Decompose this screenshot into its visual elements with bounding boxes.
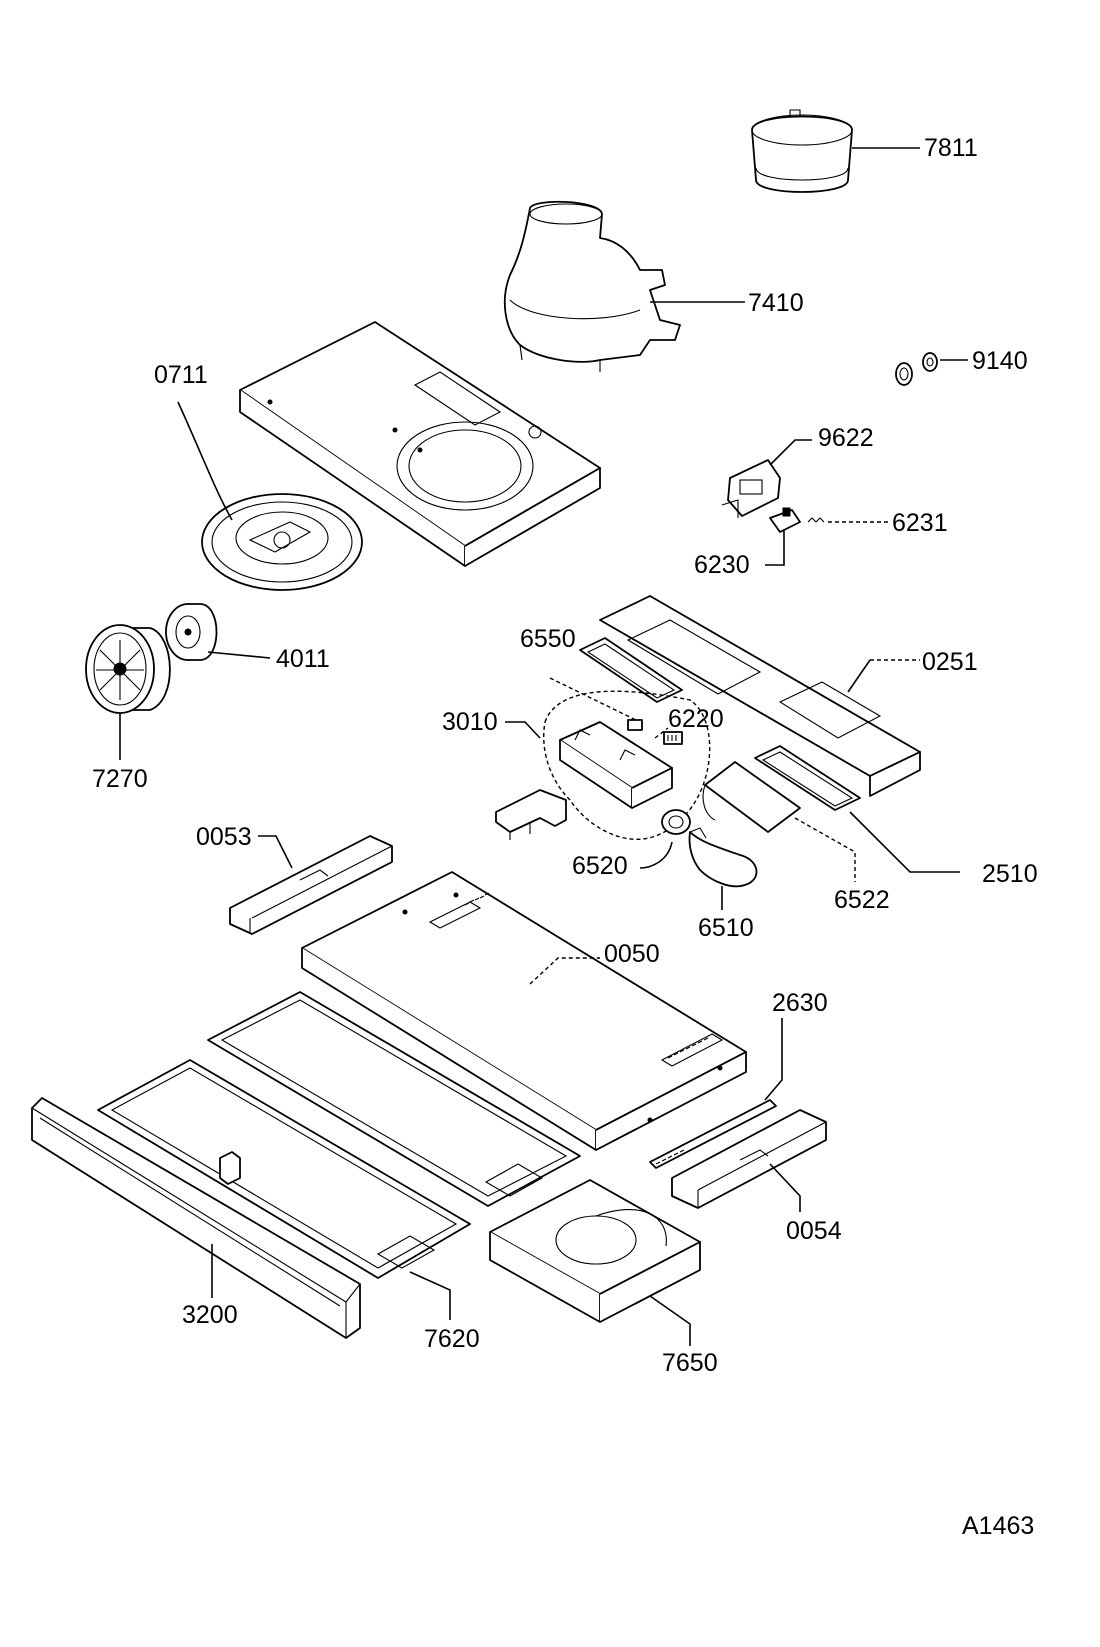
- leader-7620: [409, 1271, 451, 1320]
- part-7270-fan-wheel: [85, 624, 171, 714]
- leader-4011: [207, 651, 271, 659]
- label-0054: 0054: [786, 1217, 842, 1245]
- part-0054-side-rail: [671, 1109, 827, 1209]
- part-0251-bracket: [599, 595, 921, 797]
- leader-0251-b: [847, 659, 871, 693]
- part-9622-switch-bracket: [721, 459, 781, 518]
- part-6520-lamp-socket: [661, 809, 691, 835]
- part-0050-hood-body: [301, 871, 747, 1151]
- label-6231: 6231: [892, 509, 948, 537]
- label-6230: 6230: [694, 551, 750, 579]
- leader-2510: [849, 811, 960, 873]
- part-7811-duct-collar: [751, 109, 853, 193]
- leader-7650: [649, 1295, 691, 1346]
- part-3200-front-trim: [31, 1097, 361, 1339]
- leader-3010: [505, 721, 541, 739]
- label-4011: 4011: [276, 645, 330, 673]
- label-0251: 0251: [922, 648, 978, 676]
- part-6550-cover: [579, 637, 683, 703]
- part-6510-bulb: [688, 827, 758, 888]
- label-3010: 3010: [442, 708, 498, 736]
- leader-0053: [258, 835, 293, 869]
- part-2630-slide-rail: [649, 1099, 777, 1169]
- label-7410: 7410: [748, 289, 804, 317]
- drawing-code: A1463: [962, 1512, 1035, 1540]
- leader-0711: [177, 401, 233, 521]
- part-grease-filter-rear: [207, 991, 581, 1207]
- part-2510-filter-insert: [754, 745, 861, 811]
- label-3200: 3200: [182, 1301, 238, 1329]
- leader-9622: [769, 439, 812, 466]
- part-6230-switch-knob: [769, 507, 801, 533]
- label-9622: 9622: [818, 424, 874, 452]
- label-6520: 6520: [572, 852, 628, 880]
- label-6522: 6522: [834, 886, 890, 914]
- leader-6550: [549, 677, 641, 723]
- leader-6220: [654, 727, 669, 739]
- leader-6520: [639, 841, 673, 869]
- label-0711: 0711: [154, 361, 208, 389]
- label-7270: 7270: [92, 765, 148, 793]
- label-0050: 0050: [604, 940, 660, 968]
- part-0711-motor-ring: [201, 493, 363, 591]
- part-7650-carbon-filter: [489, 1179, 701, 1323]
- leader-0054: [769, 1163, 801, 1212]
- label-2510: 2510: [982, 860, 1038, 888]
- label-6550: 6550: [520, 625, 576, 653]
- group-outline-3010: [543, 690, 711, 840]
- leader-6230: [765, 530, 785, 566]
- label-7811: 7811: [924, 134, 978, 162]
- part-6231-spring: [807, 517, 825, 523]
- part-4011-motor: [165, 603, 218, 661]
- label-9140: 9140: [972, 347, 1028, 375]
- part-7410-blower-housing: [503, 200, 681, 372]
- part-switch-lever: [495, 789, 567, 840]
- label-7650: 7650: [662, 1349, 718, 1377]
- part-top-plate: [239, 321, 601, 567]
- leader-0050: [529, 957, 600, 985]
- part-3010-switch-housing: [559, 719, 683, 809]
- label-0053: 0053: [196, 823, 252, 851]
- leader-2630: [764, 1018, 783, 1101]
- leader-6522: [794, 817, 856, 882]
- part-9140-nut-washer: [895, 352, 938, 386]
- label-2630: 2630: [772, 989, 828, 1017]
- part-7620-grease-filter: [97, 1059, 471, 1279]
- part-0053-side-rail: [229, 835, 393, 935]
- label-7620: 7620: [424, 1325, 480, 1353]
- label-6220: 6220: [668, 705, 724, 733]
- part-6522-lamp-cover: [702, 761, 801, 833]
- label-6510: 6510: [698, 914, 754, 942]
